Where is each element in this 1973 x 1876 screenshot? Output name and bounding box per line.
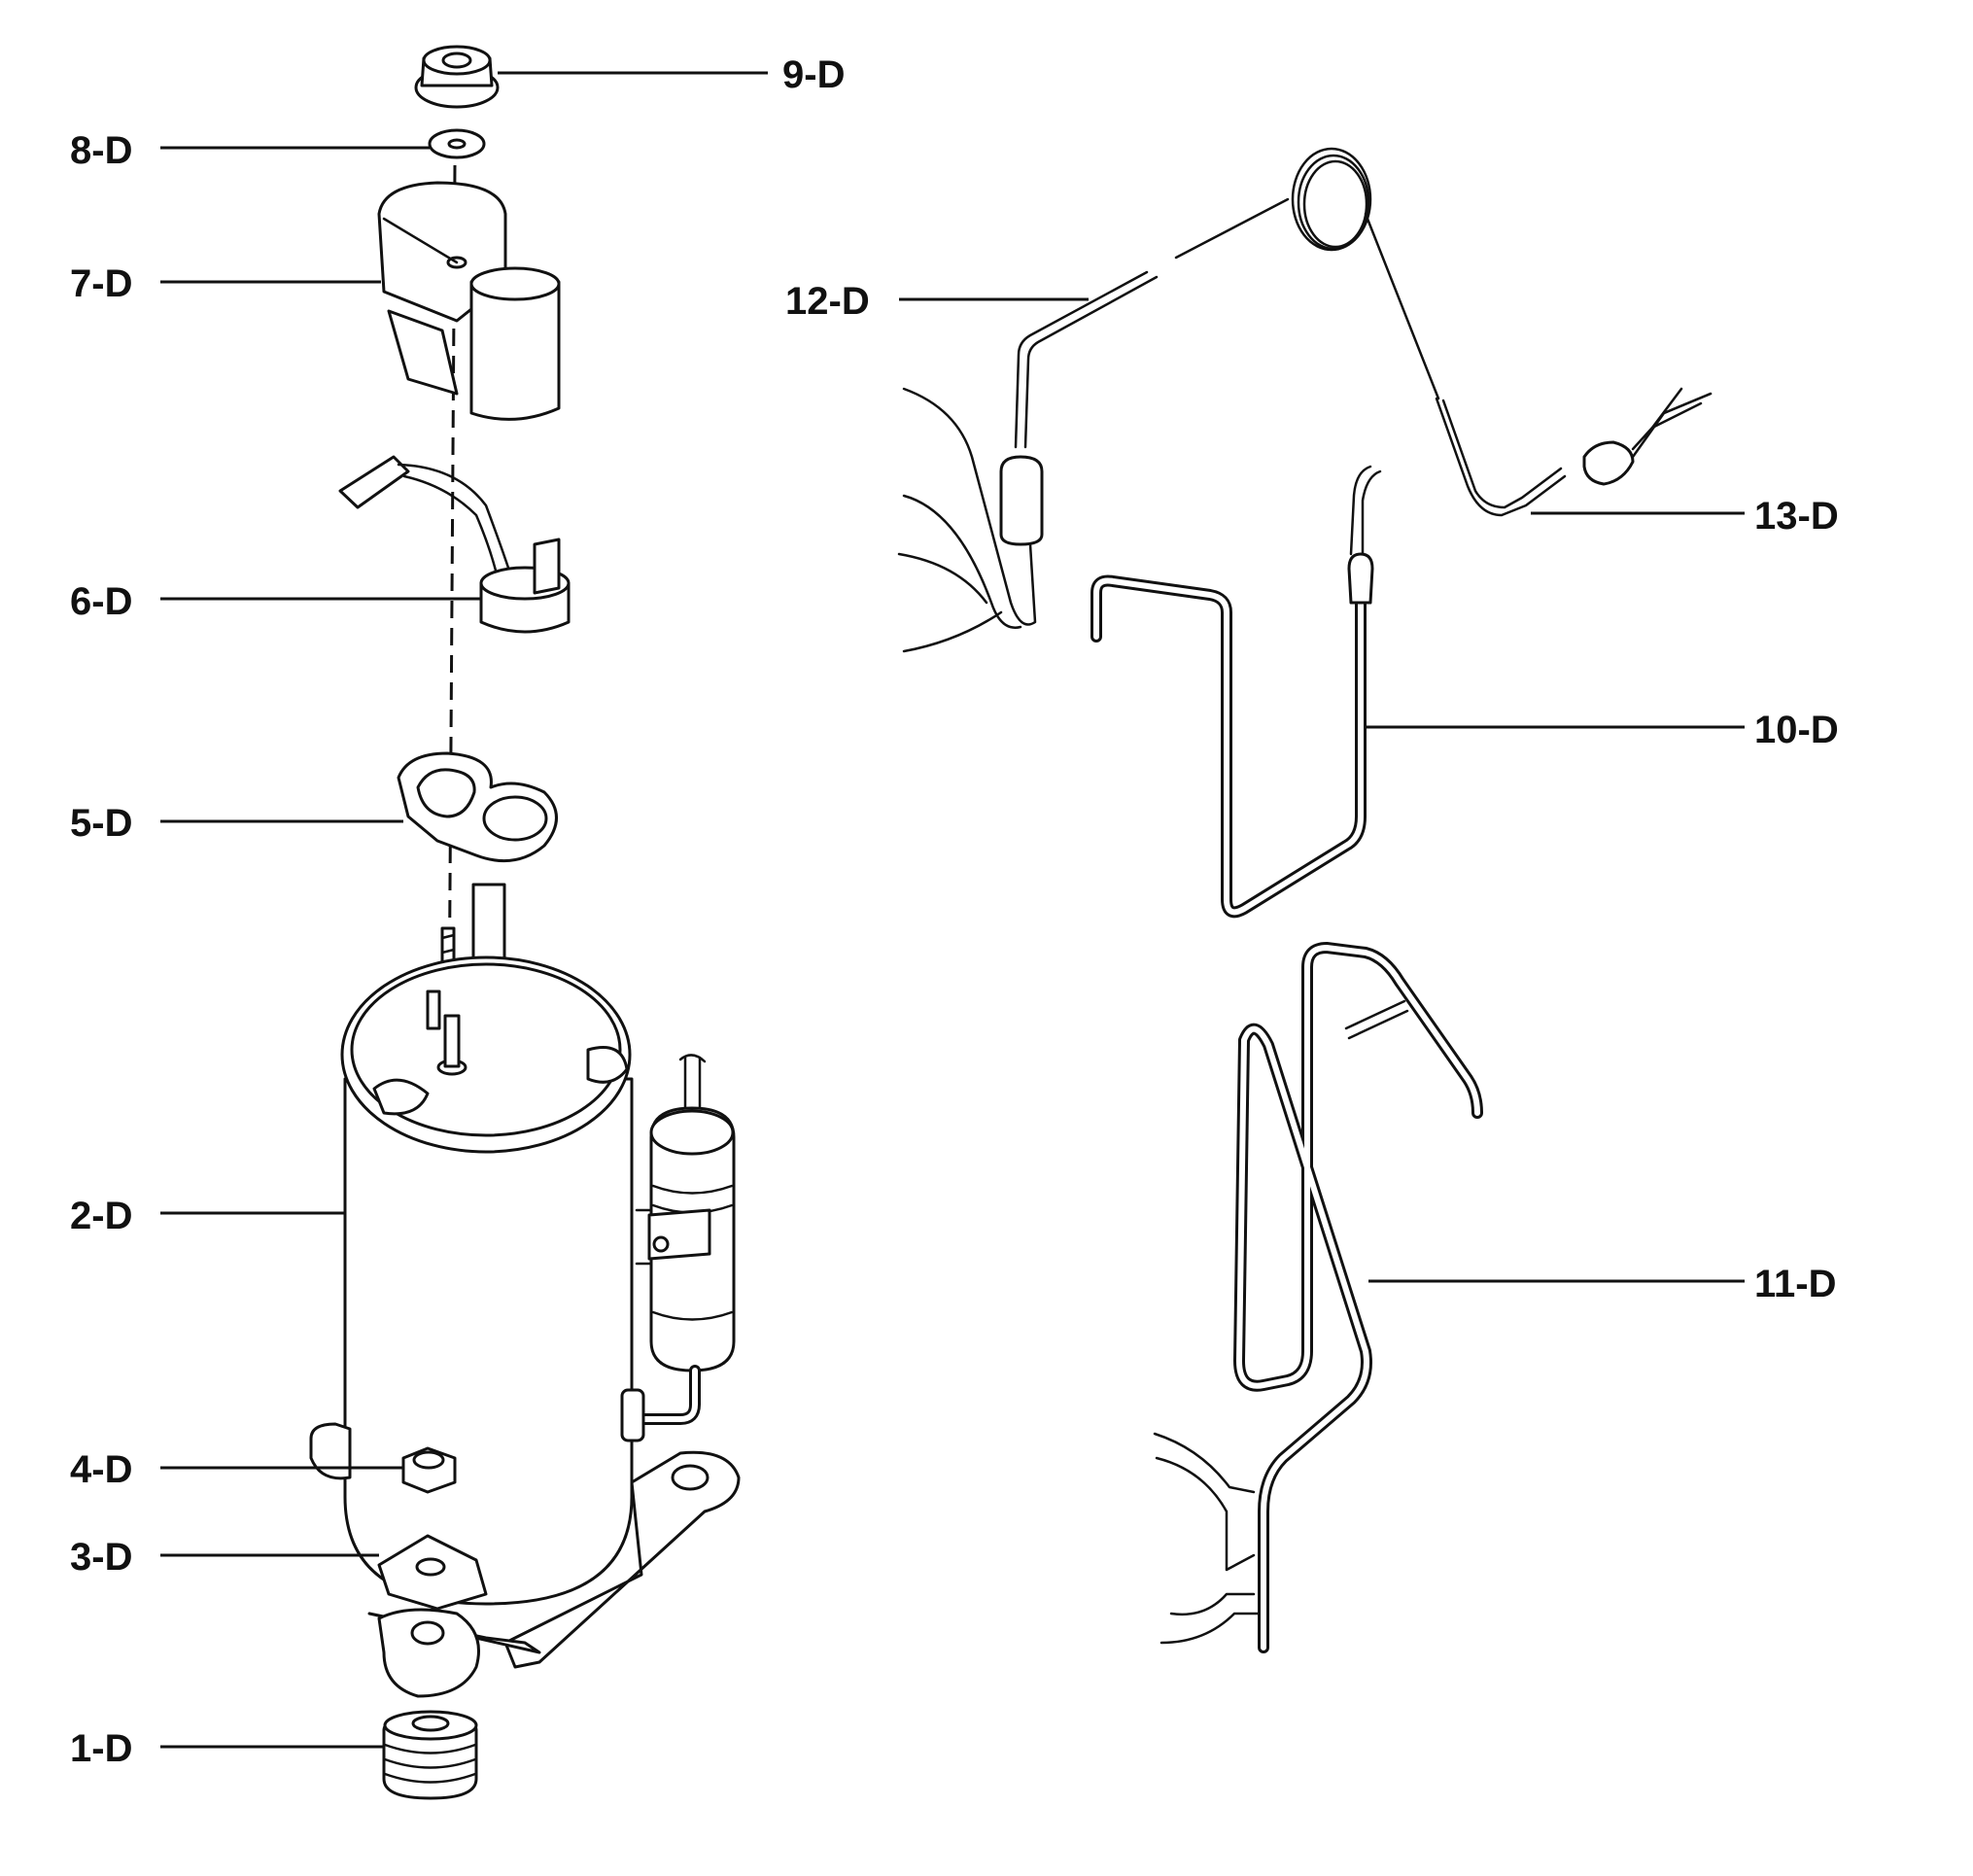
callout-8d: 8-D: [70, 129, 132, 172]
part-11d-pipe: [1153, 942, 1483, 1653]
part-1d-grommet: [382, 1710, 478, 1800]
part-compressor-base: [309, 1422, 741, 1698]
callout-7d: 7-D: [70, 262, 132, 305]
callout-4d: 4-D: [70, 1448, 132, 1491]
callout-6d: 6-D: [70, 580, 132, 623]
part-13d-capillary: [1364, 212, 1713, 517]
part-7d-terminal-cover: [377, 181, 561, 421]
part-12d-pipe-assembly: [897, 147, 1372, 653]
callout-12d: 12-D: [785, 280, 870, 323]
part-8d-washer: [428, 128, 486, 159]
part-accumulator: [620, 1054, 736, 1442]
part-9d-nut: [414, 45, 500, 109]
part-10d-pipe: [1090, 465, 1382, 919]
callout-11d: 11-D: [1754, 1263, 1837, 1305]
part-3d-bracket: [377, 1534, 488, 1611]
part-5d-gasket: [397, 751, 558, 863]
callout-3d: 3-D: [70, 1536, 132, 1579]
part-4d-nut: [401, 1446, 457, 1494]
part-6d-terminal-wire: [338, 455, 571, 634]
callout-9d: 9-D: [782, 53, 845, 96]
callout-2d: 2-D: [70, 1195, 132, 1237]
callout-10d: 10-D: [1754, 709, 1839, 751]
callout-1d: 1-D: [70, 1727, 132, 1770]
callout-13d: 13-D: [1754, 495, 1839, 538]
part-2d-compressor: [340, 955, 634, 1606]
callout-5d: 5-D: [70, 802, 132, 845]
